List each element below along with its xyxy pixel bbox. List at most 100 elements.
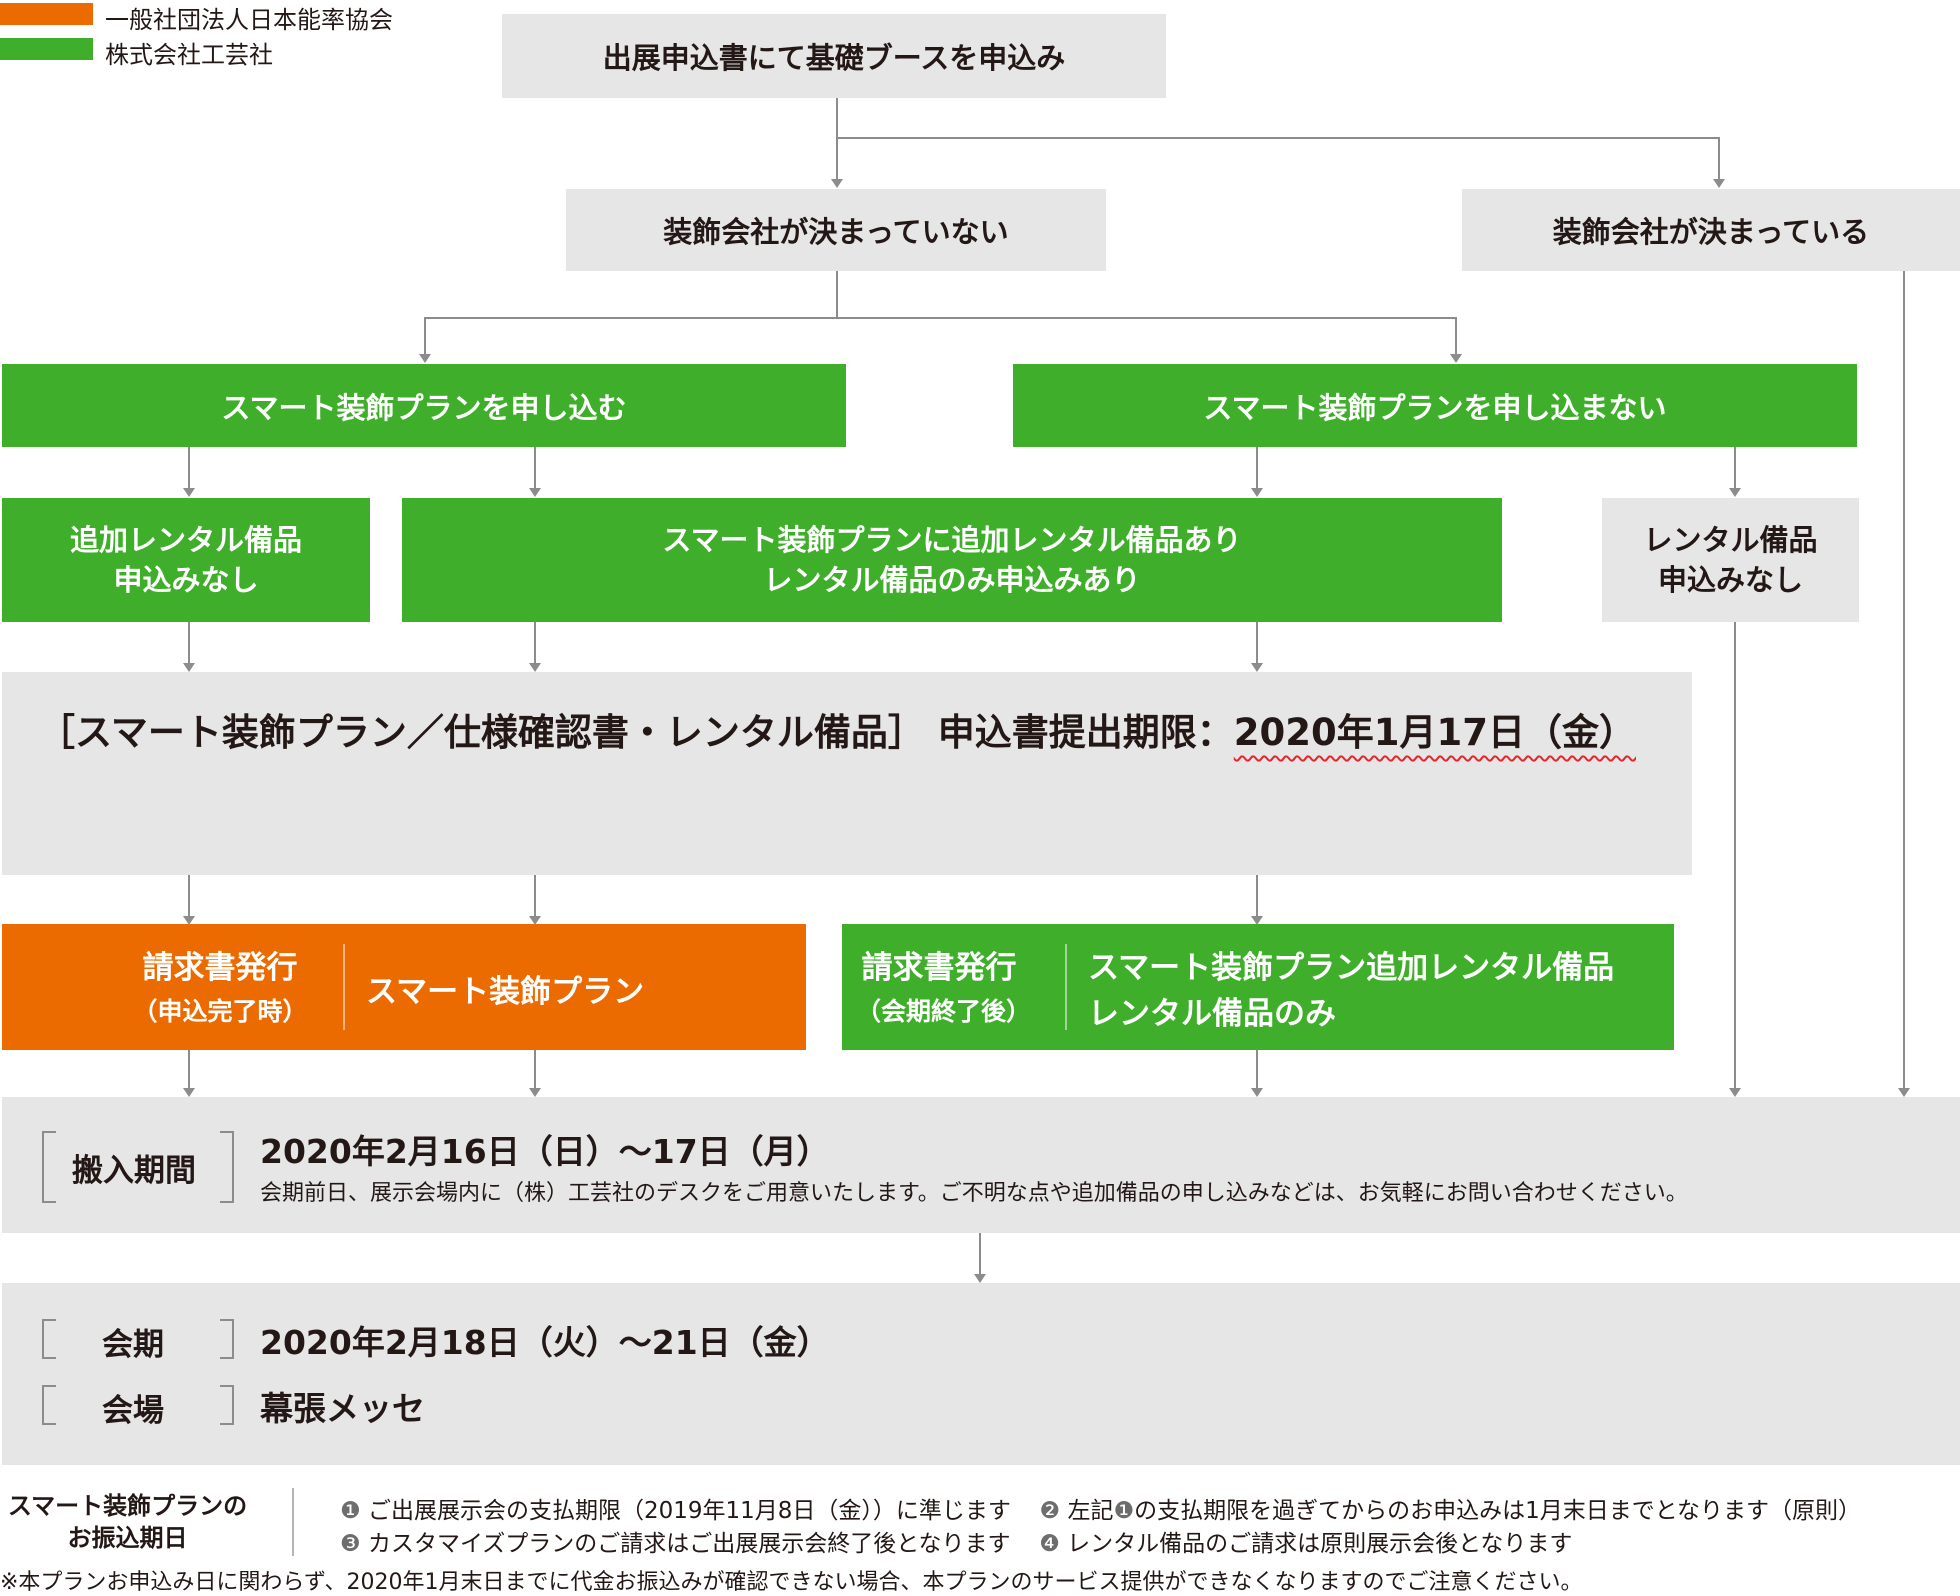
move-in-label: 搬入期間 bbox=[72, 1153, 196, 1189]
number-1-ref-icon: ❶ bbox=[1113, 1498, 1135, 1524]
has-decorator-box: 装飾会社が決まっている bbox=[1462, 189, 1960, 271]
arrow-down-icon bbox=[1729, 488, 1741, 497]
payment-title: スマート装飾プランの お振込期日 bbox=[0, 1490, 255, 1554]
no-rental-box-2: レンタル備品 申込みなし bbox=[1602, 498, 1859, 622]
invoice-green-sub: （会期終了後） bbox=[856, 997, 1032, 1026]
legend-label-green: 株式会社工芸社 bbox=[105, 41, 273, 69]
bracket-left-icon bbox=[42, 1319, 56, 1359]
number-3-icon: ❸ bbox=[340, 1531, 361, 1557]
connector bbox=[188, 622, 190, 664]
connector bbox=[1256, 622, 1258, 664]
arrow-down-icon bbox=[831, 179, 843, 188]
payment-title-line2: お振込期日 bbox=[67, 1524, 188, 1552]
number-4-icon: ❹ bbox=[1039, 1531, 1060, 1557]
not-apply-plan-label: スマート装飾プランを申し込まない bbox=[1203, 390, 1667, 425]
arrow-down-icon bbox=[1251, 488, 1263, 497]
connector bbox=[534, 1050, 536, 1089]
session-label: 会期 bbox=[102, 1327, 164, 1363]
payment-row-2: ❸ カスタマイズプランのご請求はご出展展示会終了後となります ❹ レンタル備品の… bbox=[340, 1524, 1572, 1558]
session-box: 会期 2020年2月18日（火）～21日（金） 会場 幕張メッセ bbox=[2, 1283, 1960, 1465]
no-decorator-label: 装飾会社が決まっていない bbox=[663, 215, 1009, 249]
invoice-orange-title: 請求書発行 bbox=[142, 950, 298, 986]
deadline-date: 2020年1月17日（金） bbox=[1233, 711, 1636, 754]
connector bbox=[534, 447, 536, 489]
no-rental-1-line1: 追加レンタル備品 bbox=[69, 523, 302, 557]
connector bbox=[1256, 447, 1258, 489]
not-apply-plan-box: スマート装飾プランを申し込まない bbox=[1013, 364, 1857, 447]
arrow-down-icon bbox=[1251, 1088, 1263, 1097]
arrow-down-icon bbox=[529, 488, 541, 497]
payment-title-line1: スマート装飾プランの bbox=[7, 1492, 248, 1520]
no-decorator-box: 装飾会社が決まっていない bbox=[566, 189, 1106, 271]
connector bbox=[1256, 875, 1258, 917]
payment-note-4: レンタル備品のご請求は原則展示会後となります bbox=[1067, 1531, 1573, 1557]
connector bbox=[979, 1233, 981, 1275]
legend-swatch-green bbox=[0, 38, 93, 60]
bracket-right-icon bbox=[220, 1319, 234, 1359]
connector bbox=[424, 317, 1457, 319]
bracket-right-icon bbox=[220, 1385, 234, 1425]
connector bbox=[188, 875, 190, 917]
invoice-green-item2: レンタル備品のみ bbox=[1088, 996, 1336, 1032]
invoice-orange-sub: （申込完了時） bbox=[132, 997, 308, 1026]
payment-note-3: カスタマイズプランのご請求はご出展展示会終了後となります bbox=[367, 1531, 1011, 1557]
move-in-note: 会期前日、展示会場内に（株）工芸社のデスクをご用意いたします。ご不明な点や追加備… bbox=[260, 1181, 1688, 1206]
venue-value: 幕張メッセ bbox=[260, 1389, 425, 1428]
number-1-icon: ❶ bbox=[340, 1498, 361, 1524]
footnote: ※本プランお申込み日に関わらず、2020年1月末日までに代金お振込みが確認できな… bbox=[0, 1570, 1583, 1595]
arrow-down-icon bbox=[1450, 354, 1462, 363]
connector bbox=[836, 271, 838, 317]
has-decorator-label: 装飾会社が決まっている bbox=[1552, 215, 1870, 249]
invoice-green-title: 請求書発行 bbox=[861, 950, 1017, 986]
connector bbox=[836, 137, 1720, 139]
arrow-down-icon bbox=[529, 916, 541, 925]
connector bbox=[424, 317, 426, 355]
arrow-down-icon bbox=[419, 354, 431, 363]
bracket-left-icon bbox=[42, 1131, 56, 1203]
no-rental-1-line2: 申込みなし bbox=[113, 563, 259, 597]
bracket-right-icon bbox=[220, 1131, 234, 1203]
invoice-orange-box: 請求書発行 （申込完了時） スマート装飾プラン bbox=[2, 924, 806, 1050]
payment-row-1: ❶ ご出展展示会の支払期限（2019年11月8日（金））に準じます ❷ 左記❶の… bbox=[340, 1491, 1861, 1525]
session-value: 2020年2月18日（火）～21日（金） bbox=[260, 1323, 830, 1362]
payment-note-1: ご出展展示会の支払期限（2019年11月8日（金））に準じます bbox=[367, 1498, 1011, 1524]
apply-plan-box: スマート装飾プランを申し込む bbox=[2, 364, 846, 447]
connector bbox=[1256, 1050, 1258, 1089]
no-rental-2-line2: 申込みなし bbox=[1657, 563, 1803, 597]
connector bbox=[836, 98, 838, 180]
payment-note-2b: の支払期限を過ぎてからのお申込みは1月末日までとなります（原則） bbox=[1134, 1498, 1862, 1524]
deadline-label: ［スマート装飾プラン／仕様確認書・レンタル備品］ 申込書提出期限： bbox=[38, 711, 1234, 754]
arrow-down-icon bbox=[1251, 663, 1263, 672]
with-rental-line1: スマート装飾プランに追加レンタル備品あり bbox=[662, 523, 1242, 557]
deadline-text: ［スマート装飾プラン／仕様確認書・レンタル備品］ 申込書提出期限：2020年1月… bbox=[38, 702, 1636, 756]
with-rental-box: スマート装飾プランに追加レンタル備品あり レンタル備品のみ申込みあり bbox=[402, 498, 1502, 622]
arrow-down-icon bbox=[183, 663, 195, 672]
move-in-box: 搬入期間 2020年2月16日（日）～17日（月） 会期前日、展示会場内に（株）… bbox=[2, 1097, 1960, 1233]
arrow-down-icon bbox=[1713, 179, 1725, 188]
legend-swatch-orange bbox=[0, 3, 93, 25]
venue-label: 会場 bbox=[102, 1393, 164, 1429]
arrow-down-icon bbox=[529, 1088, 541, 1097]
top-box-label: 出展申込書にて基礎ブースを申込み bbox=[602, 41, 1066, 75]
top-box: 出展申込書にて基礎ブースを申込み bbox=[502, 14, 1166, 98]
arrow-down-icon bbox=[1729, 1088, 1741, 1097]
divider bbox=[343, 944, 345, 1030]
connector bbox=[1734, 622, 1736, 1089]
connector bbox=[188, 1050, 190, 1089]
arrow-down-icon bbox=[974, 1274, 986, 1283]
connector bbox=[534, 622, 536, 664]
connector bbox=[1903, 271, 1905, 1089]
payment-note-2a: 左記 bbox=[1067, 1498, 1114, 1524]
number-2-icon: ❷ bbox=[1039, 1498, 1061, 1524]
no-rental-box-1: 追加レンタル備品 申込みなし bbox=[2, 498, 370, 622]
no-rental-2-line1: レンタル備品 bbox=[1643, 523, 1818, 557]
invoice-orange-item: スマート装飾プラン bbox=[366, 974, 645, 1010]
connector bbox=[1455, 317, 1457, 355]
apply-plan-label: スマート装飾プランを申し込む bbox=[221, 390, 627, 425]
divider bbox=[1065, 944, 1067, 1030]
connector bbox=[1734, 447, 1736, 489]
invoice-green-box: 請求書発行 （会期終了後） スマート装飾プラン追加レンタル備品 レンタル備品のみ bbox=[842, 924, 1674, 1050]
arrow-down-icon bbox=[183, 488, 195, 497]
invoice-green-item1: スマート装飾プラン追加レンタル備品 bbox=[1088, 950, 1615, 986]
bracket-left-icon bbox=[42, 1385, 56, 1425]
